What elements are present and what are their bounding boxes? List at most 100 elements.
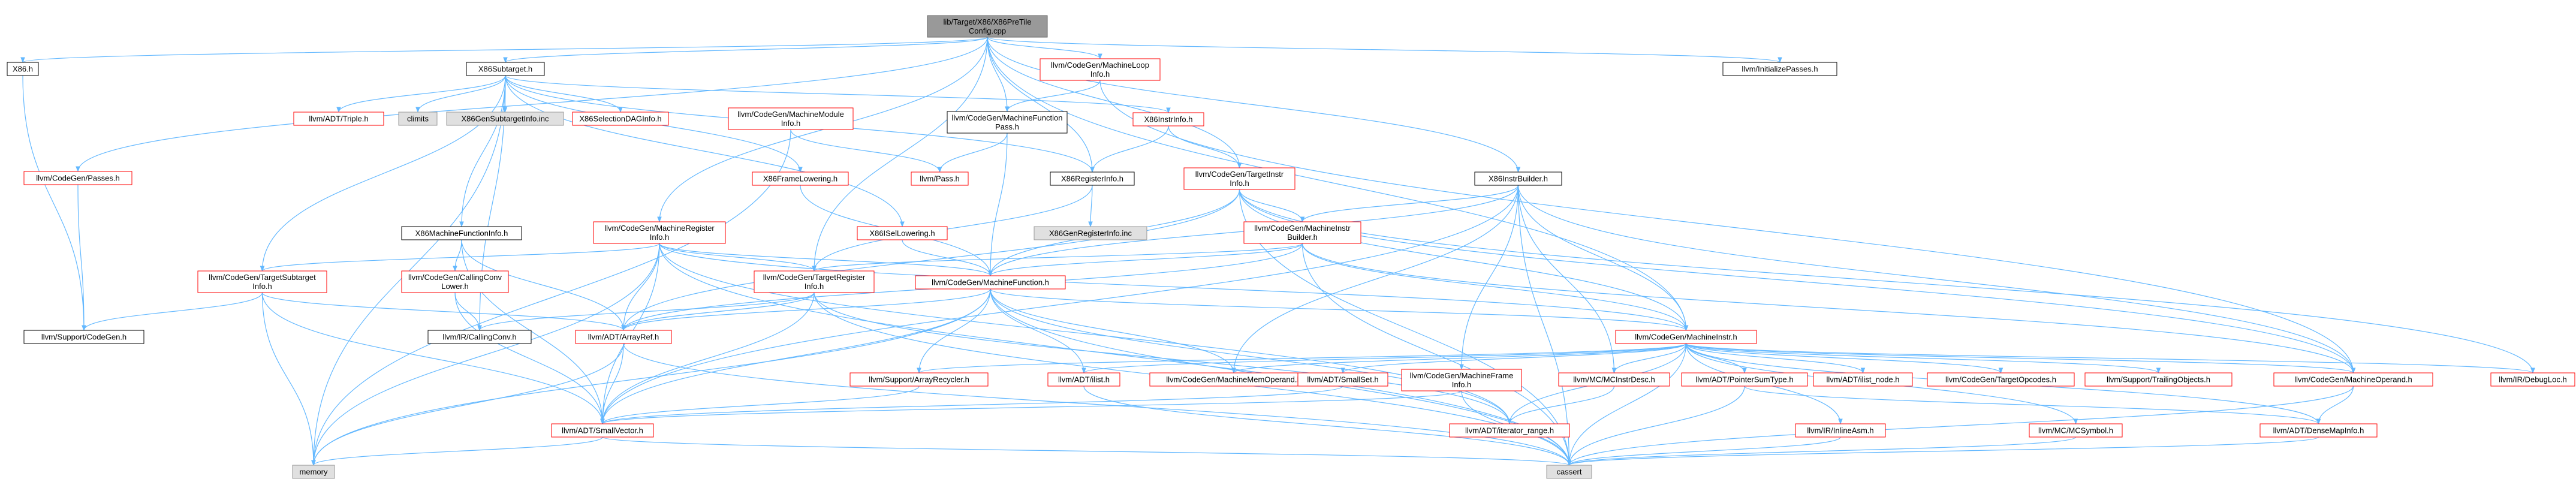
node-machineinstr[interactable]: llvm/CodeGen/MachineInstr.h	[1615, 330, 1757, 344]
node-label-x86instrinfo-line-0: X86InstrInfo.h	[1144, 115, 1193, 124]
node-box-pointersumtype	[1681, 372, 1808, 387]
edge-x86subtarget-to-x86machinefunctioninfo	[459, 75, 506, 227]
node-initpasses[interactable]: llvm/InitializePasses.h	[1722, 62, 1837, 76]
node-box-targetsubtargetinfo	[197, 270, 327, 293]
node-box-codegenpasses	[23, 171, 132, 185]
node-label-supportcodegen-line-0: llvm/Support/CodeGen.h	[41, 333, 126, 342]
node-machineoperand[interactable]: llvm/CodeGen/MachineOperand.h	[2273, 372, 2433, 387]
node-box-x86h	[7, 62, 39, 76]
edge-pointersumtype-to-cassert	[1566, 385, 1745, 466]
edge-x86instrbuilder-to-machinememoperand	[1231, 185, 1519, 373]
node-box-machineloopinfo	[1040, 58, 1161, 81]
node-mcinstrdesc[interactable]: llvm/MC/MCInstrDesc.h	[1558, 372, 1670, 387]
node-label-machineframeinfo-line-1: Info.h	[1452, 380, 1472, 389]
node-box-triple	[293, 112, 384, 126]
node-box-arrayrecycler	[849, 372, 989, 387]
node-x86instrinfo[interactable]: X86InstrInfo.h	[1132, 112, 1204, 126]
node-box-machineregisterinfo	[593, 221, 726, 244]
node-label-x86genregisterinfo-line-0: X86GenRegisterInfo.inc	[1049, 229, 1132, 238]
node-mcsymbol[interactable]: llvm/MC/MCSymbol.h	[2029, 423, 2123, 438]
node-label-machinefunction-line-0: llvm/CodeGen/MachineFunction.h	[932, 278, 1049, 287]
node-triple[interactable]: llvm/ADT/Triple.h	[293, 112, 384, 126]
node-ilistnode[interactable]: llvm/ADT/ilist_node.h	[1813, 372, 1913, 387]
edge-targetinstrinfo-to-debugloc	[1239, 189, 2535, 373]
node-x86machinefunctioninfo[interactable]: X86MachineFunctionInfo.h	[401, 226, 522, 240]
node-codegenpasses[interactable]: llvm/CodeGen/Passes.h	[23, 171, 132, 185]
node-machinefunction[interactable]: llvm/CodeGen/MachineFunction.h	[915, 275, 1066, 290]
node-x86subtarget[interactable]: X86Subtarget.h	[466, 62, 545, 76]
node-x86selectiondag[interactable]: X86SelectionDAGInfo.h	[572, 112, 669, 126]
edge-root-to-x86registerinfo	[987, 37, 1095, 173]
edge-machineregisterinfo-to-memory	[311, 243, 660, 466]
node-box-x86subtarget	[466, 62, 545, 76]
node-supportcodegen[interactable]: llvm/Support/CodeGen.h	[23, 330, 144, 344]
edge-x86subtarget-to-triple	[336, 75, 506, 113]
node-label-machinefunctionpass-line-1: Pass.h	[995, 122, 1019, 131]
node-trailingobjects[interactable]: llvm/Support/TrailingObjects.h	[2084, 372, 2232, 387]
edge-x86subtarget-to-memory	[311, 75, 506, 466]
node-label-x86h-line-0: X86.h	[13, 65, 33, 74]
node-arrayref[interactable]: llvm/ADT/ArrayRef.h	[575, 330, 672, 344]
edge-machineregisterinfo-to-arrayref	[621, 243, 660, 331]
node-label-x86subtarget-line-0: X86Subtarget.h	[478, 65, 532, 74]
node-box-x86genregisterinfo	[1034, 226, 1147, 240]
node-machinememoperand[interactable]: llvm/CodeGen/MachineMemOperand.h	[1149, 372, 1318, 387]
node-densemapinfo[interactable]: llvm/ADT/DenseMapInfo.h	[2259, 423, 2378, 438]
node-label-machineregisterinfo-line-1: Info.h	[650, 233, 670, 242]
node-targetopcodes[interactable]: llvm/CodeGen/TargetOpcodes.h	[1927, 372, 2075, 387]
edge-targetinstrinfo-to-machineinstrbuilder	[1239, 189, 1305, 222]
node-x86instrbuilder[interactable]: X86InstrBuilder.h	[1474, 171, 1562, 186]
node-pointersumtype[interactable]: llvm/ADT/PointerSumType.h	[1681, 372, 1808, 387]
node-label-machineoperand-line-0: llvm/CodeGen/MachineOperand.h	[2294, 375, 2412, 384]
edge-machineregisterinfo-to-machineinstr	[659, 243, 1689, 331]
edge-x86instrbuilder-to-smallvector	[600, 185, 1519, 424]
node-box-targetopcodes	[1927, 372, 2075, 387]
node-cassert: cassert	[1546, 465, 1592, 479]
node-iteratorrange[interactable]: llvm/ADT/iterator_range.h	[1449, 423, 1570, 438]
edge-x86instrbuilder-to-mcinstrdesc	[1517, 185, 1617, 373]
node-label-machineloopinfo-line-1: Info.h	[1090, 70, 1110, 79]
node-box-smallset	[1297, 372, 1388, 387]
edge-targetregisterinfo-to-callingconv	[477, 292, 815, 331]
node-smallset[interactable]: llvm/ADT/SmallSet.h	[1297, 372, 1388, 387]
node-label-trailingobjects-line-0: llvm/Support/TrailingObjects.h	[2107, 375, 2210, 384]
edge-machineinstrbuilder-to-machineinstr	[1301, 243, 1689, 331]
node-debugloc[interactable]: llvm/IR/DebugLoc.h	[2490, 372, 2575, 387]
node-label-targetregisterinfo-line-0: llvm/CodeGen/TargetRegister	[763, 273, 866, 282]
node-x86h[interactable]: X86.h	[7, 62, 39, 76]
node-arrayrecycler[interactable]: llvm/Support/ArrayRecycler.h	[849, 372, 989, 387]
node-box-arrayref	[575, 330, 672, 344]
node-x86registerinfo[interactable]: X86RegisterInfo.h	[1050, 171, 1135, 186]
edge-root-to-x86h	[20, 37, 988, 63]
edge-x86subtarget-to-climits	[415, 75, 506, 113]
edge-targetinstrinfo-to-machineinstr	[1239, 189, 1689, 331]
node-memory: memory	[292, 465, 335, 479]
node-pass[interactable]: llvm/Pass.h	[911, 171, 969, 186]
node-smallvector[interactable]: llvm/ADT/SmallVector.h	[551, 423, 654, 438]
edge-mcsymbol-to-cassert	[1566, 436, 2077, 466]
node-label-targetinstrinfo-line-0: llvm/CodeGen/TargetInstr	[1195, 170, 1284, 179]
node-box-inlineasm	[1795, 423, 1886, 438]
node-x86isellowering[interactable]: X86ISelLowering.h	[857, 226, 948, 240]
edge-machineoperand-to-cassert	[1566, 385, 2354, 466]
edge-root-to-machineinstr	[987, 37, 1689, 331]
edge-root-to-x86subtarget	[503, 37, 988, 63]
node-box-supportcodegen	[23, 330, 144, 344]
node-x86framelowering[interactable]: X86FrameLowering.h	[752, 171, 849, 186]
node-inlineasm[interactable]: llvm/IR/InlineAsm.h	[1795, 423, 1886, 438]
node-ilist[interactable]: llvm/ADT/ilist.h	[1047, 372, 1120, 387]
node-callingconv[interactable]: llvm/IR/CallingConv.h	[427, 330, 532, 344]
node-label-machinemoduleinfo-line-1: Info.h	[781, 119, 801, 128]
